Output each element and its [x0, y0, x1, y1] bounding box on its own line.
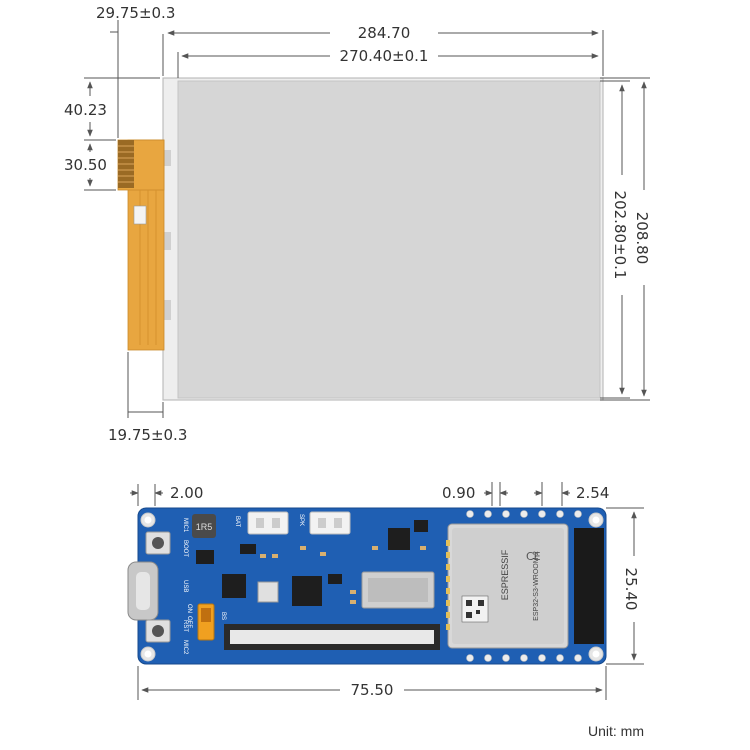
- dim-fpc-top-distance: 40.23: [64, 101, 107, 119]
- dim-active-height: 202.80±0.1: [611, 191, 629, 280]
- header-pins-bottom: [466, 654, 582, 662]
- ic-chip: [196, 550, 214, 564]
- silk-usb: USB: [182, 580, 188, 592]
- silk-boot: BOOT: [182, 540, 188, 557]
- dim-fpc-width: 30.50: [64, 156, 107, 174]
- dim-fpc-offset-bottom: 19.75±0.3: [108, 426, 187, 444]
- dim-board-height: 25.40: [622, 568, 640, 611]
- inductor: [192, 514, 216, 538]
- reset-button: [145, 619, 171, 643]
- dim-fpc-offset-top: 29.75±0.3: [96, 4, 175, 22]
- silk-mic1: MIC1: [182, 518, 188, 533]
- usb-c-port: [127, 561, 159, 621]
- fpc-label-sticker: [133, 205, 147, 225]
- silk-off: OFF: [186, 616, 192, 628]
- dim-active-width: 270.40±0.1: [340, 47, 429, 65]
- display-active-area: [177, 80, 601, 399]
- ic-chip: [240, 544, 256, 554]
- dim-hole-offset: 2.00: [170, 484, 203, 502]
- display-dimension-lines: [84, 20, 650, 418]
- boot-button: [145, 531, 171, 555]
- driver-board: ESPRESSIF ESP32-S3-WROOM-2 CE 1R5: [127, 507, 607, 665]
- esp32-module: ESPRESSIF ESP32-S3-WROOM-2 CE: [446, 523, 569, 649]
- dim-overall-height: 208.80: [633, 212, 651, 265]
- silk-bat: BAT: [234, 516, 240, 528]
- module-model: ESP32-S3-WROOM-2: [533, 551, 540, 621]
- dim-overall-width: 284.70: [358, 24, 411, 42]
- dim-pin-pitch: 2.54: [576, 484, 609, 502]
- silk-on: ON: [186, 604, 192, 613]
- epaper-display: [117, 77, 604, 401]
- edge-connector: [574, 528, 604, 644]
- board-dimension-lines: [130, 482, 644, 700]
- inductor-label: 1R5: [196, 522, 213, 532]
- silk-rst: RST: [182, 620, 188, 632]
- header-pins-top: [466, 510, 582, 518]
- ce-mark-icon: CE: [526, 550, 541, 563]
- dim-board-length: 75.50: [351, 681, 394, 699]
- mounting-holes: [140, 512, 604, 662]
- battery-connector: [247, 511, 289, 535]
- ic-chip: [414, 520, 428, 532]
- ic-chip: [292, 576, 322, 606]
- dim-pin-pitch-small: 0.90: [442, 484, 475, 502]
- silk-bs: BS: [220, 612, 226, 620]
- ic-chip: [388, 528, 410, 550]
- ic-chip: [222, 574, 246, 598]
- silk-spk: SPK: [298, 514, 304, 526]
- module-brand: ESPRESSIF: [500, 549, 510, 600]
- ic-chip: [257, 581, 279, 603]
- fpc-ribbon: [117, 139, 165, 351]
- module-qr-code: [461, 595, 489, 623]
- ic-chip: [328, 574, 342, 584]
- unit-label: Unit: mm: [588, 723, 644, 739]
- silk-mic2: MIC2: [182, 640, 188, 655]
- speaker-connector: [309, 511, 351, 535]
